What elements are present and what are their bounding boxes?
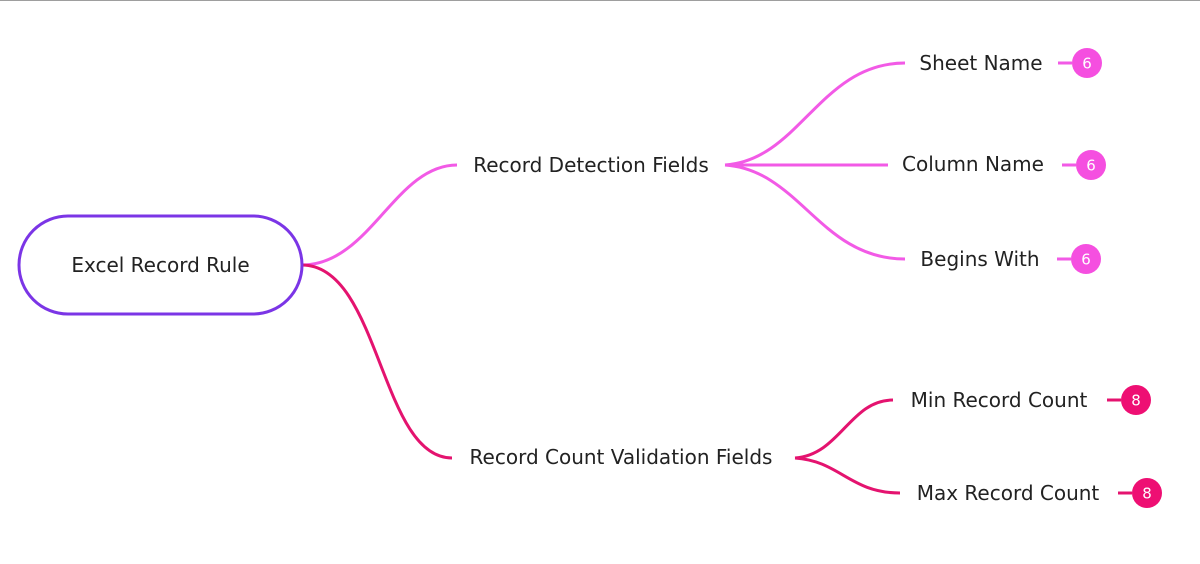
badge-max-record-count-count: 8 [1142, 485, 1152, 503]
connector-detection-to-begins-with [724, 163, 906, 261]
root-node[interactable] [17, 214, 304, 316]
connector-root-to-validation [301, 263, 453, 460]
badge-min-record-count-count: 8 [1131, 392, 1141, 410]
badge-begins-with [1071, 244, 1101, 274]
connector-root-to-detection [301, 163, 458, 267]
leaf-label-min-record-count[interactable]: Min Record Count [911, 388, 1088, 412]
badge-begins-with-count: 6 [1081, 251, 1091, 269]
top-border [0, 0, 1200, 1]
leaf-label-sheet-name[interactable]: Sheet Name [919, 51, 1042, 75]
branch-label-detection[interactable]: Record Detection Fields [473, 153, 709, 177]
leaf-label-max-record-count[interactable]: Max Record Count [917, 481, 1100, 505]
badge-column-name [1076, 150, 1106, 180]
badge-sheet-name [1072, 48, 1102, 78]
connector-validation-to-min [794, 398, 894, 460]
badge-max-record-count [1132, 478, 1162, 508]
branch-label-validation[interactable]: Record Count Validation Fields [470, 445, 773, 469]
root-node-label: Excel Record Rule [71, 253, 249, 277]
leaf-label-column-name[interactable]: Column Name [902, 152, 1044, 176]
badge-min-record-count [1121, 385, 1151, 415]
leaf-label-begins-with[interactable]: Begins With [920, 247, 1039, 271]
connector-validation-to-max [794, 456, 901, 495]
badge-sheet-name-count: 6 [1082, 55, 1092, 73]
connector-detection-to-sheet-name [724, 61, 906, 167]
badge-column-name-count: 6 [1086, 157, 1096, 175]
